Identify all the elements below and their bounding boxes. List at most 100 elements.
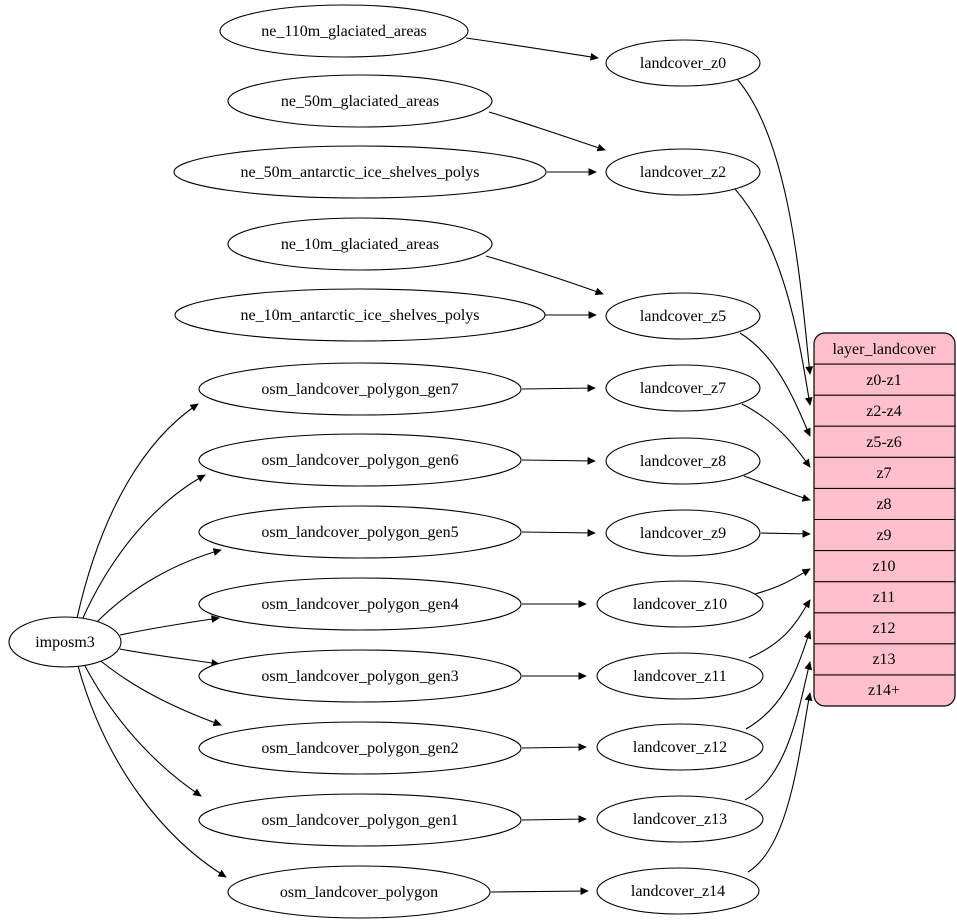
node-landcover_z2-shape	[605, 148, 761, 196]
edge-ne_110m_glaciated_areas-landcover_z0	[465, 37, 599, 61]
node-ne_110m_glaciated_areas: ne_110m_glaciated_areas	[219, 4, 469, 58]
edge-landcover_z12-row-z12	[745, 630, 812, 730]
node-ne_10m_antarctic_ice_shelves_polys: ne_10m_antarctic_ice_shelves_polys	[174, 288, 546, 342]
edge-imposm3-osm_landcover_polygon	[77, 665, 227, 878]
edge-imposm3-osm_landcover_polygon_gen3	[119, 648, 220, 667]
node-landcover_z12-label: landcover_z12	[633, 739, 727, 756]
node-osm_landcover_polygon_gen4-shape	[198, 577, 522, 631]
node-osm_landcover_polygon_gen4: osm_landcover_polygon_gen4	[198, 577, 522, 631]
node-landcover_z12: landcover_z12	[596, 723, 764, 771]
node-osm_landcover_polygon_gen3-label: osm_landcover_polygon_gen3	[261, 668, 458, 685]
node-landcover_z0-label: landcover_z0	[640, 55, 726, 72]
edge-landcover_z0-row-z0-z1	[736, 78, 814, 375]
table-row-z11: z11	[873, 589, 896, 606]
node-osm_landcover_polygon_gen7-shape	[198, 362, 522, 416]
node-ne_10m_antarctic_ice_shelves_polys-label: ne_10m_antarctic_ice_shelves_polys	[240, 307, 479, 324]
node-landcover_z5: landcover_z5	[605, 292, 761, 340]
table-row-z10: z10	[872, 558, 895, 575]
view-nodes-layer: landcover_z0 landcover_z2 landcover_z5 l…	[596, 39, 764, 915]
node-ne_50m_antarctic_ice_shelves_polys-label: ne_50m_antarctic_ice_shelves_polys	[240, 164, 479, 181]
node-osm_landcover_polygon_gen6: osm_landcover_polygon_gen6	[198, 433, 522, 487]
node-imposm3-shape	[8, 616, 122, 668]
edge-landcover_z5-row-z5-z6	[739, 332, 811, 437]
node-landcover_z11: landcover_z11	[596, 652, 764, 700]
node-osm_landcover_polygon_gen6-label: osm_landcover_polygon_gen6	[261, 452, 458, 469]
edge-landcover_z10-row-z10	[754, 568, 811, 595]
node-landcover_z10: landcover_z10	[596, 580, 764, 628]
edge-osm_landcover_polygon_gen2-landcover_z12	[521, 743, 587, 751]
source-nodes-layer: ne_110m_glaciated_areas ne_50m_glaciated…	[8, 4, 547, 919]
edge-imposm3-osm_landcover_polygon_gen6	[81, 474, 206, 621]
node-imposm3: imposm3	[8, 616, 122, 668]
node-osm_landcover_polygon_gen5-label: osm_landcover_polygon_gen5	[261, 524, 458, 541]
node-osm_landcover_polygon_gen1: osm_landcover_polygon_gen1	[198, 793, 522, 847]
node-osm_landcover_polygon_gen4-label: osm_landcover_polygon_gen4	[261, 596, 458, 613]
edge-osm_landcover_polygon_gen1-landcover_z13	[521, 815, 587, 823]
table-row-z13: z13	[872, 651, 895, 668]
node-landcover_z13-shape	[596, 795, 764, 843]
edge-imposm3-osm_landcover_polygon_gen1	[83, 663, 202, 797]
table-layer_landcover: layer_landcover z0-z1 z2-z4 z5-z6 z7 z8 …	[813, 332, 956, 707]
table-row-z9: z9	[876, 527, 891, 544]
node-landcover_z7-shape	[605, 364, 761, 412]
edge-imposm3-osm_landcover_polygon_gen7	[76, 403, 199, 619]
node-osm_landcover_polygon_gen1-shape	[198, 793, 522, 847]
node-osm_landcover_polygon_gen2-shape	[198, 721, 522, 775]
node-osm_landcover_polygon_gen7-label: osm_landcover_polygon_gen7	[261, 381, 458, 398]
table-row-z0-z1: z0-z1	[866, 372, 902, 389]
node-ne_110m_glaciated_areas-label: ne_110m_glaciated_areas	[261, 23, 427, 40]
table-row-z2-z4: z2-z4	[866, 403, 902, 420]
node-osm_landcover_polygon: osm_landcover_polygon	[227, 865, 491, 919]
edge-landcover_z9-row-z9	[760, 529, 811, 538]
edge-osm_landcover_polygon_gen7-landcover_z7	[521, 384, 596, 392]
edge-imposm3-osm_landcover_polygon_gen5	[92, 548, 222, 627]
edge-osm_landcover_polygon_gen5-landcover_z9	[521, 529, 596, 537]
table-row-z14plus: z14+	[868, 682, 900, 699]
node-ne_50m_antarctic_ice_shelves_polys-shape	[173, 145, 547, 199]
node-osm_landcover_polygon_gen5: osm_landcover_polygon_gen5	[198, 505, 522, 559]
edges-layer	[76, 37, 814, 895]
edge-landcover_z11-row-z11	[748, 599, 811, 659]
edge-ne_10m_glaciated_areas-landcover_z5	[485, 255, 604, 296]
node-osm_landcover_polygon_gen2: osm_landcover_polygon_gen2	[198, 721, 522, 775]
node-landcover_z5-label: landcover_z5	[640, 308, 726, 325]
node-ne_10m_antarctic_ice_shelves_polys-shape	[174, 288, 546, 342]
node-landcover_z0: landcover_z0	[605, 39, 761, 87]
node-landcover_z8: landcover_z8	[605, 437, 761, 485]
node-osm_landcover_polygon_gen3-shape	[198, 649, 522, 703]
edge-landcover_z14-row-z14plus	[747, 692, 813, 873]
node-ne_50m_glaciated_areas: ne_50m_glaciated_areas	[227, 74, 493, 128]
node-ne_110m_glaciated_areas-shape	[219, 4, 469, 58]
node-ne_50m_glaciated_areas-label: ne_50m_glaciated_areas	[281, 93, 439, 110]
edge-osm_landcover_polygon-landcover_z14	[490, 887, 589, 895]
node-osm_landcover_polygon_gen1-label: osm_landcover_polygon_gen1	[261, 812, 458, 829]
node-landcover_z2-label: landcover_z2	[640, 164, 726, 181]
node-landcover_z7: landcover_z7	[605, 364, 761, 412]
node-landcover_z11-label: landcover_z11	[633, 668, 727, 685]
node-landcover_z14-label: landcover_z14	[631, 883, 725, 900]
node-osm_landcover_polygon-label: osm_landcover_polygon	[280, 884, 438, 901]
node-osm_landcover_polygon_gen2-label: osm_landcover_polygon_gen2	[261, 740, 458, 757]
node-landcover_z13-label: landcover_z13	[633, 811, 727, 828]
table-row-z12: z12	[872, 620, 895, 637]
node-ne_10m_glaciated_areas-shape	[227, 217, 493, 271]
node-landcover_z2: landcover_z2	[605, 148, 761, 196]
node-landcover_z14: landcover_z14	[596, 867, 760, 915]
table-row-z5-z6: z5-z6	[866, 434, 902, 451]
node-osm_landcover_polygon_gen7: osm_landcover_polygon_gen7	[198, 362, 522, 416]
node-landcover_z9-shape	[605, 509, 761, 557]
node-ne_10m_glaciated_areas-label: ne_10m_glaciated_areas	[281, 236, 439, 253]
edge-ne_50m_glaciated_areas-landcover_z2	[488, 111, 606, 152]
node-ne_50m_antarctic_ice_shelves_polys: ne_50m_antarctic_ice_shelves_polys	[173, 145, 547, 199]
node-landcover_z12-shape	[596, 723, 764, 771]
edge-imposm3-osm_landcover_polygon_gen4	[119, 615, 220, 636]
edge-osm_landcover_polygon_gen6-landcover_z8	[521, 457, 596, 465]
node-landcover_z14-shape	[596, 867, 760, 915]
edge-landcover_z13-row-z13	[744, 661, 812, 801]
edge-landcover_z8-row-z8	[743, 475, 811, 502]
node-landcover_z9: landcover_z9	[605, 509, 761, 557]
node-landcover_z8-label: landcover_z8	[640, 453, 726, 470]
node-landcover_z7-label: landcover_z7	[640, 380, 726, 397]
